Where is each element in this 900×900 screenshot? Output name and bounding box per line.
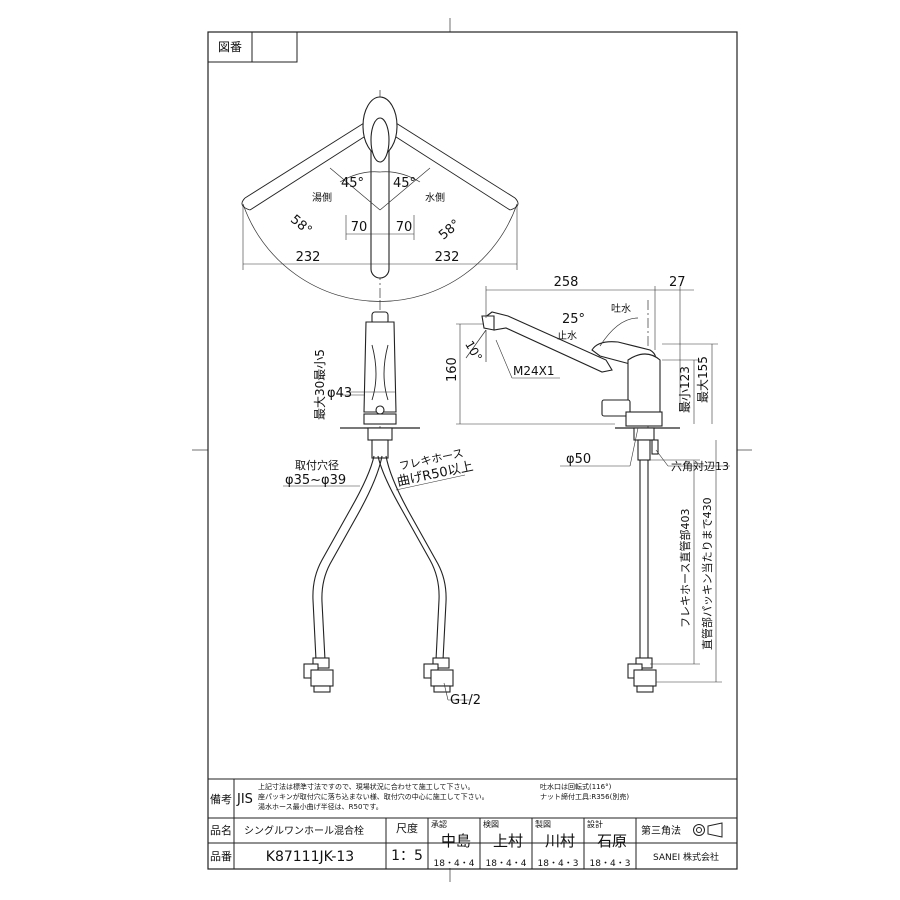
nut-tool-note: ナット締付工具:R356(別売): [540, 792, 629, 801]
base-offset: 27: [669, 275, 686, 290]
reach-right: 232: [435, 250, 460, 265]
title-block: 品名 シングルワンホール混合栓 品番 K87111JK-13 尺度 1：5 承認…: [208, 818, 737, 869]
drawn-date: 18・4・3: [538, 859, 579, 869]
remarks-label: 備考: [210, 793, 232, 806]
approved-label: 承認: [431, 819, 447, 829]
company-name: SANEI 株式会社: [653, 851, 719, 863]
product-number-label: 品番: [210, 850, 232, 863]
valve-left: [303, 657, 334, 693]
stop-label: 止水: [557, 330, 577, 342]
nut-thread: M24X1: [513, 364, 554, 378]
mount-hole-range: φ35~φ39: [285, 473, 346, 488]
height-range: 最大30最小5: [313, 349, 327, 420]
hot-side-label: 湯側: [312, 191, 332, 204]
hose-packing-length: 直管部パッキン当たりまで430: [700, 497, 714, 650]
product-number: K87111JK-13: [266, 849, 354, 865]
jis-mark: JIS: [236, 792, 253, 807]
reach-left: 232: [296, 250, 321, 265]
spout-plan-center: [362, 96, 398, 279]
approved-date: 18・4・4: [434, 859, 475, 869]
spout-angle: 25°: [562, 312, 585, 327]
angle-hot: 45°: [341, 176, 364, 191]
swing-angle-right: 58°: [436, 217, 463, 243]
tilt-angle: 10°: [462, 338, 485, 363]
min-height: 最小123: [678, 366, 692, 413]
mount-hole-title: 取付穴径: [295, 458, 339, 472]
scale-label: 尺度: [396, 821, 418, 835]
thread-size: G1/2: [450, 693, 481, 708]
product-name: シングルワンホール混合栓: [244, 824, 364, 837]
hose-direct-length: フレキホース直管部403: [678, 509, 692, 628]
approved-name: 中島: [441, 832, 471, 850]
drawn-label: 製図: [535, 819, 551, 829]
drawing-number-box: 図番: [207, 31, 298, 63]
spout-rotation-note: 吐水口は回転式(116°): [540, 782, 612, 791]
spout-outline-hot-side: [241, 117, 379, 211]
designed-date: 18・4・3: [590, 859, 631, 869]
designed-label: 設計: [587, 819, 603, 829]
note-line-3: 湯水ホース最小曲げ半径は、R50です。: [258, 802, 383, 811]
cold-side-label: 水側: [425, 191, 445, 204]
projection-label: 第三角法: [641, 824, 681, 837]
plan-view: 湯側 水側 45° 45° 58° 58° 70 70 232 232: [241, 90, 519, 302]
checked-name: 上村: [493, 832, 523, 850]
note-line-1: 上記寸法は標準寸法ですので、現場状況に合わせて施工して下さい。: [258, 782, 475, 791]
remarks-section: 備考 JIS 上記寸法は標準寸法ですので、現場状況に合わせて施工して下さい。 座…: [208, 778, 737, 869]
third-angle-projection-icon: [693, 822, 723, 838]
max-height: 最大155: [696, 356, 710, 403]
checked-label: 検図: [483, 819, 499, 829]
spout-length: 258: [554, 275, 579, 290]
angle-cold: 45°: [393, 176, 416, 191]
body-diameter: φ43: [327, 386, 352, 401]
checked-date: 18・4・4: [486, 859, 527, 869]
spout-outline-cold-side: [381, 117, 519, 211]
offset-left: 70: [351, 220, 368, 235]
designed-name: 石原: [597, 832, 627, 850]
base-diameter: φ50: [566, 452, 591, 467]
product-name-label: 品名: [210, 823, 232, 837]
outlet-label: 吐水: [611, 303, 631, 315]
height-160: 160: [445, 357, 460, 382]
drawing-number-label: 図番: [218, 40, 242, 54]
drawing-border: [207, 31, 738, 870]
offset-right: 70: [396, 220, 413, 235]
note-line-2: 座パッキンが取付穴に落ち込まない様、取付穴の中心に施工して下さい。: [258, 792, 489, 801]
scale-value: 1：5: [391, 848, 423, 864]
side-view: 258 27 25° 吐水 止水 10° 160 M24X1 最小123 最大1…: [445, 275, 730, 693]
swing-angle-left: 58°: [287, 212, 314, 238]
hex-size: 六角対辺13: [671, 459, 729, 473]
centering-marks: [192, 18, 752, 882]
drawn-name: 川村: [545, 832, 575, 850]
valve-right: [423, 657, 454, 693]
